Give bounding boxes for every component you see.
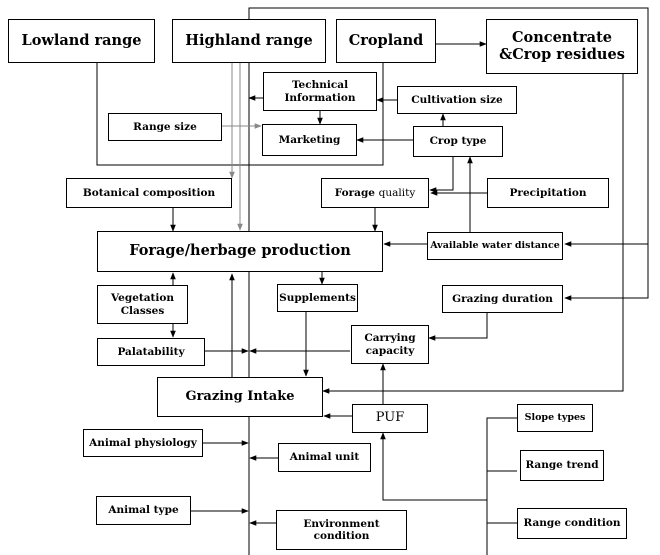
label-crop-type: Crop type — [429, 135, 487, 148]
label-grazing-intake: Grazing Intake — [185, 388, 295, 404]
node-range-size: Range size — [108, 113, 222, 141]
node-palatability: Palatability — [97, 338, 205, 366]
label-environment-condition: Environment condition — [303, 517, 380, 542]
node-vegetation-classes: Vegetation Classes — [97, 285, 188, 324]
croptype-forage-quality-arrow — [429, 157, 454, 193]
label-range-size: Range size — [133, 120, 197, 133]
label-carrying-capacity: Carrying capacity — [364, 332, 416, 357]
label-supplements: Supplements — [279, 291, 356, 304]
node-precipitation: Precipitation — [487, 178, 609, 208]
label-animal-physiology: Animal physiology — [89, 436, 197, 449]
node-carrying-capacity: Carrying capacity — [351, 325, 429, 364]
node-technical-information: Technical Information — [263, 72, 377, 111]
node-supplements: Supplements — [277, 284, 358, 312]
label-technical-information: Technical Information — [284, 79, 356, 104]
node-forage-herbage-production: Forage/herbage production — [97, 231, 383, 272]
node-cultivation-size: Cultivation size — [397, 86, 517, 114]
top-loop-connector — [248, 7, 649, 301]
label-vegetation-classes: Vegetation Classes — [110, 292, 174, 317]
label-forage-quality-rest: quality — [378, 186, 416, 199]
node-highland-range: Highland range — [172, 19, 326, 63]
label-range-condition: Range condition — [523, 517, 621, 530]
label-lowland-range: Lowland range — [21, 31, 142, 49]
label-range-trend: Range trend — [525, 459, 599, 472]
node-cropland: Cropland — [336, 19, 436, 63]
node-grazing-intake: Grazing Intake — [157, 377, 323, 417]
label-slope-types: Slope types — [524, 411, 586, 423]
node-puf: PUF — [352, 404, 428, 433]
node-animal-unit: Animal unit — [278, 443, 371, 472]
node-slope-types: Slope types — [517, 404, 593, 432]
label-concentrate-crop-residues: Concentrate &Crop residues — [499, 28, 625, 63]
node-crop-type: Crop type — [413, 126, 503, 157]
label-animal-unit: Animal unit — [289, 451, 360, 464]
label-animal-type: Animal type — [108, 504, 179, 517]
duration-capacity-arrow — [428, 313, 488, 341]
label-puf: PUF — [375, 410, 405, 426]
bracket-puf-connector — [383, 417, 517, 555]
label-highland-range: Highland range — [185, 31, 313, 49]
concentrate-intake-connector — [322, 74, 624, 394]
node-animal-physiology: Animal physiology — [83, 429, 203, 457]
node-available-water-distance: Available water distance — [427, 232, 563, 260]
node-grazing-duration: Grazing duration — [442, 285, 563, 313]
label-forage-quality-bold: Forage — [334, 186, 375, 199]
node-botanical-composition: Botanical composition — [66, 178, 232, 208]
label-cultivation-size: Cultivation size — [411, 93, 503, 106]
label-marketing: Marketing — [278, 133, 341, 146]
node-marketing: Marketing — [262, 124, 357, 156]
node-environment-condition: Environment condition — [276, 510, 407, 550]
node-range-trend: Range trend — [520, 450, 604, 481]
node-animal-type: Animal type — [96, 496, 191, 525]
label-botanical-composition: Botanical composition — [82, 186, 216, 199]
node-range-condition: Range condition — [517, 508, 627, 539]
label-cropland: Cropland — [348, 31, 424, 49]
label-grazing-duration: Grazing duration — [452, 292, 553, 305]
label-palatability: Palatability — [117, 345, 185, 358]
label-precipitation: Precipitation — [509, 186, 587, 199]
node-concentrate-crop-residues: Concentrate &Crop residues — [486, 19, 638, 74]
label-available-water-distance: Available water distance — [430, 239, 560, 251]
node-lowland-range: Lowland range — [8, 19, 155, 63]
label-forage-herbage-production: Forage/herbage production — [129, 242, 351, 260]
node-forage-quality: Forage quality — [321, 178, 429, 208]
